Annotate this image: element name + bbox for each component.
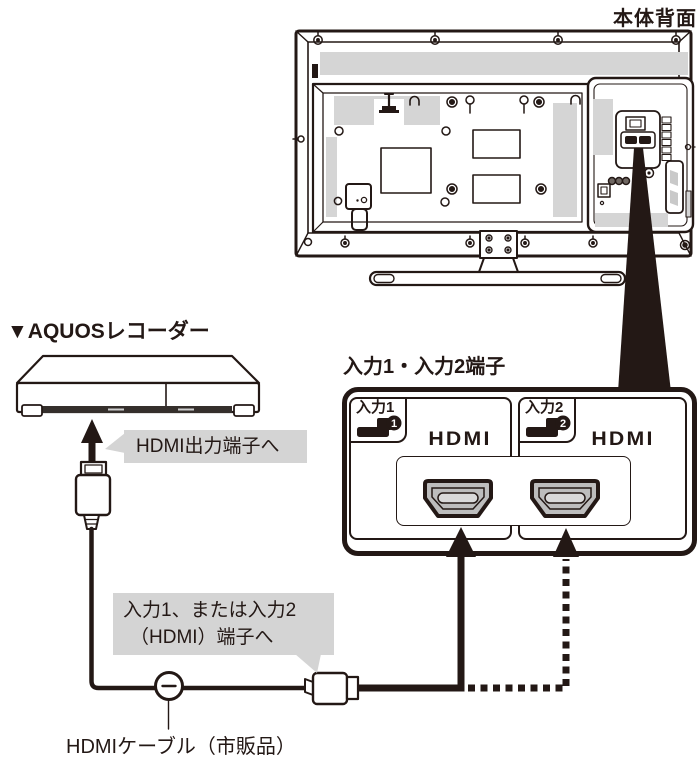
callout-tail-input	[295, 654, 321, 673]
hdmi-cable	[89, 526, 307, 691]
tv-top-strip	[320, 52, 688, 75]
up-arrow-icon	[81, 419, 103, 463]
hdmi-logo-1: HDMI	[428, 429, 492, 450]
terminal-panel: 入力1 1 入力2 2 HDMI HDMI	[342, 387, 697, 556]
input2-plug-icon: 2	[526, 415, 571, 437]
callout-input-terminal: 入力1、または入力2 （HDMI）端子へ	[113, 593, 334, 655]
hdmi-logo-2: HDMI	[591, 429, 655, 450]
tv-back-label: 本体背面	[613, 8, 697, 30]
tv-bottom-screws	[303, 235, 691, 251]
svg-text:2: 2	[560, 418, 566, 430]
tv-small-connector	[345, 183, 372, 231]
tv-top-screws	[313, 31, 681, 45]
hook-icon	[409, 95, 420, 106]
input1-plug-icon: 1	[357, 415, 402, 437]
hdmi-port-2	[530, 479, 600, 518]
callout-tail-hdmi-out	[105, 433, 125, 453]
input2-label: 入力2	[525, 399, 564, 416]
input1-label: 入力1	[356, 399, 395, 416]
input1-label-box	[349, 397, 407, 443]
tv-panel-screws	[292, 95, 547, 207]
recorder-illustration	[15, 354, 261, 417]
terminal-panel-title: 入力1・入力2端子	[343, 356, 506, 378]
callout-input-line2: （HDMI）端子へ	[130, 627, 274, 648]
cable-marker	[154, 671, 184, 730]
wall-mount-icon	[379, 92, 399, 113]
hdmi-port-1	[423, 479, 493, 518]
hook-icon	[570, 94, 581, 105]
tv-back-illustration	[292, 29, 696, 287]
hdmi-cable-caption: HDMIケーブル（市販品）	[66, 736, 296, 758]
hdmi-plug-horizontal	[304, 671, 360, 706]
tv-stand	[368, 230, 627, 287]
callout-input-line1: 入力1、または入力2	[123, 600, 297, 621]
hdmi-plug-vertical	[74, 460, 112, 530]
svg-text:1: 1	[391, 418, 397, 430]
input2-label-box	[518, 397, 576, 443]
recorder-label: ▼AQUOSレコーダー	[7, 320, 210, 343]
magnifier-wedge	[618, 148, 671, 392]
callout-hdmi-output: HDMI出力端子へ	[124, 430, 307, 463]
